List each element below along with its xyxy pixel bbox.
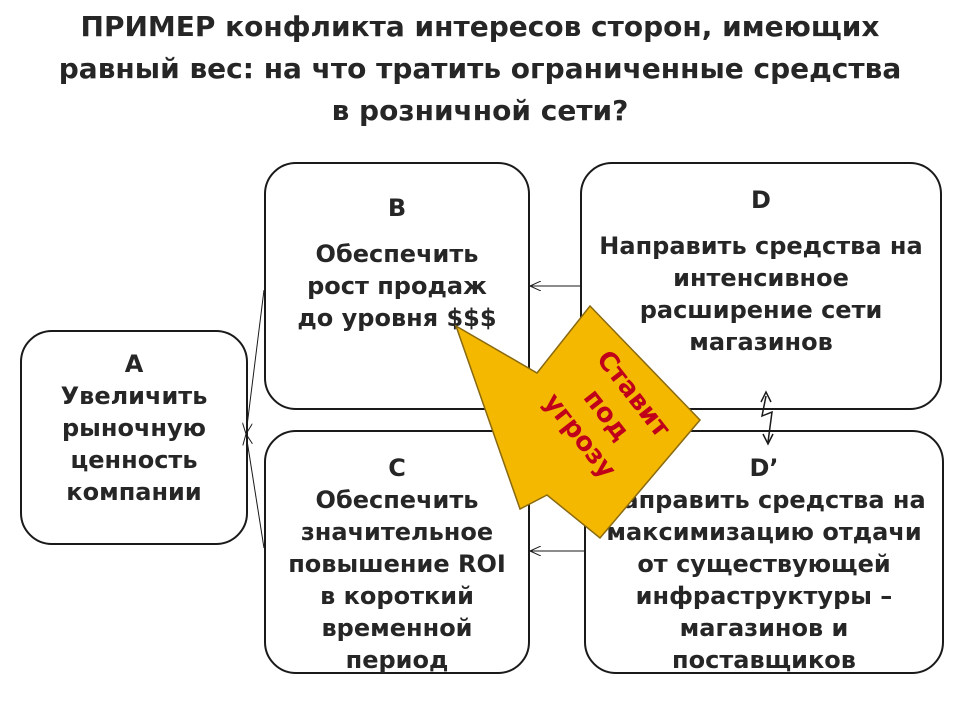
node-b-line: рост продаж xyxy=(307,272,487,300)
node-b: B Обеспечить рост продаж до уровня $$$ xyxy=(264,162,530,410)
node-d-prime-line: от существующей xyxy=(637,550,891,578)
node-d-prime-line: Направить средства на xyxy=(602,486,926,514)
node-c-line: повышение ROI xyxy=(288,550,506,578)
threat-callout-arrow xyxy=(454,304,702,540)
node-b-letter: B xyxy=(387,194,407,222)
node-a-line: компании xyxy=(66,478,202,506)
node-d-line: интенсивное xyxy=(673,264,849,292)
node-c-line: в короткий xyxy=(320,582,474,610)
node-b-line: Обеспечить xyxy=(315,240,479,268)
node-a-line: Увеличить xyxy=(60,382,208,410)
node-c: C Обеспечить значительное повышение ROI … xyxy=(264,430,530,674)
node-c-letter: C xyxy=(388,454,406,482)
node-c-line: временной xyxy=(321,614,473,642)
node-b-line: до уровня $$$ xyxy=(297,304,497,332)
node-d-letter: D xyxy=(751,186,771,214)
node-d-prime-line: максимизацию отдачи xyxy=(606,518,922,546)
node-d-line: Направить средства на xyxy=(599,232,923,260)
node-d-prime-line: поставщиков xyxy=(672,646,856,674)
connector-c-to-a xyxy=(246,434,265,549)
title-line-3: в розничной сети? xyxy=(331,94,629,127)
conflict-lightning xyxy=(760,395,773,443)
connector-b-to-a xyxy=(246,289,265,434)
node-d-prime-line: магазинов и xyxy=(679,614,849,642)
title-line-2: равный вес: на что тратить ограниченные … xyxy=(58,52,902,85)
node-d-prime-line: инфраструктуры – xyxy=(635,582,893,610)
node-d-line: магазинов xyxy=(689,328,833,356)
conflict-arrow-down xyxy=(762,433,774,446)
node-a-letter: A xyxy=(124,350,144,378)
conflict-arrow-up xyxy=(760,390,772,403)
title-line-1: ПРИМЕР конфликта интересов сторон, имеющ… xyxy=(80,10,880,43)
node-a-line: ценность xyxy=(70,446,198,474)
node-c-line: Обеспечить xyxy=(315,486,479,514)
node-c-line: период xyxy=(345,646,449,674)
node-d-prime-letter: D’ xyxy=(749,454,779,482)
node-c-line: значительное xyxy=(300,518,494,546)
node-d-line: расширение сети xyxy=(639,296,883,324)
slide-title: ПРИМЕР конфликта интересов сторон, имеющ… xyxy=(40,6,920,132)
node-a-line: рыночную xyxy=(62,414,206,442)
